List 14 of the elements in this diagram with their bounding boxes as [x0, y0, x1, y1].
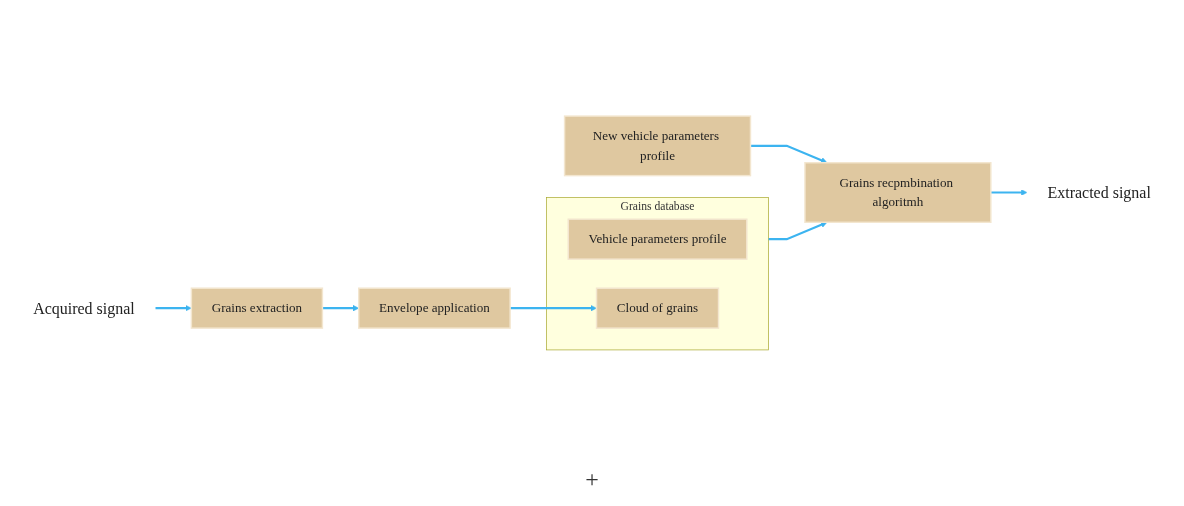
arrow	[768, 221, 828, 241]
arrow	[155, 304, 192, 312]
arrow	[990, 189, 1028, 196]
arrow	[750, 144, 828, 164]
node-box: Cloud of grains	[595, 287, 720, 329]
node-box: Envelope application	[358, 287, 511, 329]
node-text: Acquired signal	[33, 299, 135, 318]
plus-sign: +	[585, 466, 599, 494]
node-box: New vehicle parameters profile	[563, 115, 752, 177]
node-text: Extracted signal	[1047, 183, 1151, 202]
node-box: Grains extraction	[190, 287, 324, 329]
arrow	[510, 304, 597, 312]
node-box: Grains recpmbination algoritmh	[804, 162, 992, 223]
node-box: Vehicle parameters profile	[567, 218, 748, 260]
